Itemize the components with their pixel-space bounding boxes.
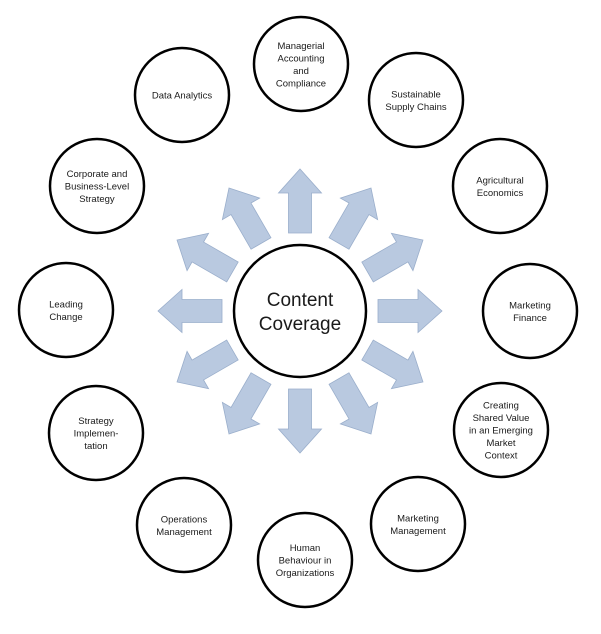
topic-label-line: Strategy xyxy=(78,416,114,427)
topic-label-line: Accounting xyxy=(277,53,324,64)
topic-label-line: Implemen- xyxy=(74,429,119,440)
topic-label-line: in an Emerging xyxy=(469,426,533,437)
topic-label-line: and xyxy=(293,66,309,77)
topic-label-line: Compliance xyxy=(276,78,326,89)
topic-label-line: Marketing xyxy=(509,300,551,311)
circles-layer: ManagerialAccountingandComplianceSustain… xyxy=(17,15,579,609)
topic-label-line: Organizations xyxy=(276,568,335,579)
arrow-to-leading-change xyxy=(157,288,223,334)
center-node: Content Coverage xyxy=(232,243,368,379)
arrow-to-agricultural-economics xyxy=(361,232,424,283)
arrow-to-sustainable-supply-chains xyxy=(328,187,379,250)
topic-circle xyxy=(135,476,233,574)
topic-label-line: Economics xyxy=(477,188,524,199)
center-circle xyxy=(232,243,368,379)
arrow-to-operations-management xyxy=(221,372,272,435)
topic-circle xyxy=(481,262,579,360)
arrow-to-marketing-finance xyxy=(377,288,443,334)
arrows-layer xyxy=(157,168,443,454)
arrow-to-managerial-accounting xyxy=(277,168,323,234)
topic-label-line: Managerial xyxy=(278,41,325,52)
topic-label-line: Change xyxy=(49,312,82,323)
center-label-line-1: Content xyxy=(267,290,334,311)
topic-label-line: Business-Level xyxy=(65,182,129,193)
topic-label-line: Data Analytics xyxy=(152,91,212,102)
topic-circle xyxy=(451,137,549,235)
topic-label-line: Marketing xyxy=(397,513,439,524)
topic-label-line: Human xyxy=(290,543,321,554)
topic-circle xyxy=(252,15,350,113)
topic-label-line: tation xyxy=(84,441,107,452)
topic-label-line: Agricultural xyxy=(476,175,524,186)
topic-circle xyxy=(367,51,465,149)
topic-label-line: Strategy xyxy=(79,194,115,205)
topic-label-line: Behaviour in xyxy=(279,556,332,567)
topic-circle xyxy=(133,46,231,144)
topic-label-line: Management xyxy=(390,526,446,537)
center-label-line-2: Coverage xyxy=(259,314,341,335)
arrow-to-strategy-implementation xyxy=(176,339,239,390)
arrow-to-marketing-management xyxy=(328,372,379,435)
topic-label-line: Creating xyxy=(483,401,519,412)
arrow-to-human-behaviour xyxy=(277,388,323,454)
topic-label-line: Context xyxy=(485,451,518,462)
topic-label-line: Leading xyxy=(49,299,83,310)
topic-circle xyxy=(48,137,146,235)
arrow-to-corporate-strategy xyxy=(176,232,239,283)
topic-label-line: Operations xyxy=(161,514,208,525)
topic-label-line: Shared Value xyxy=(473,413,530,424)
topic-label-line: Sustainable xyxy=(391,89,441,100)
topic-node-data-analytics: Data Analytics xyxy=(133,46,231,144)
topic-label-line: Supply Chains xyxy=(385,102,447,113)
topic-label-line: Corporate and xyxy=(67,169,128,180)
topic-circle xyxy=(369,475,467,573)
topic-label-line: Management xyxy=(156,527,212,538)
arrow-to-creating-shared-value xyxy=(361,339,424,390)
topic-circle xyxy=(256,511,354,609)
topic-label-line: Finance xyxy=(513,313,547,324)
topic-circle xyxy=(47,384,145,482)
arrow-to-data-analytics xyxy=(221,187,272,250)
topic-label-line: Market xyxy=(486,438,515,449)
topic-circle xyxy=(452,381,550,479)
topic-circle xyxy=(17,261,115,359)
